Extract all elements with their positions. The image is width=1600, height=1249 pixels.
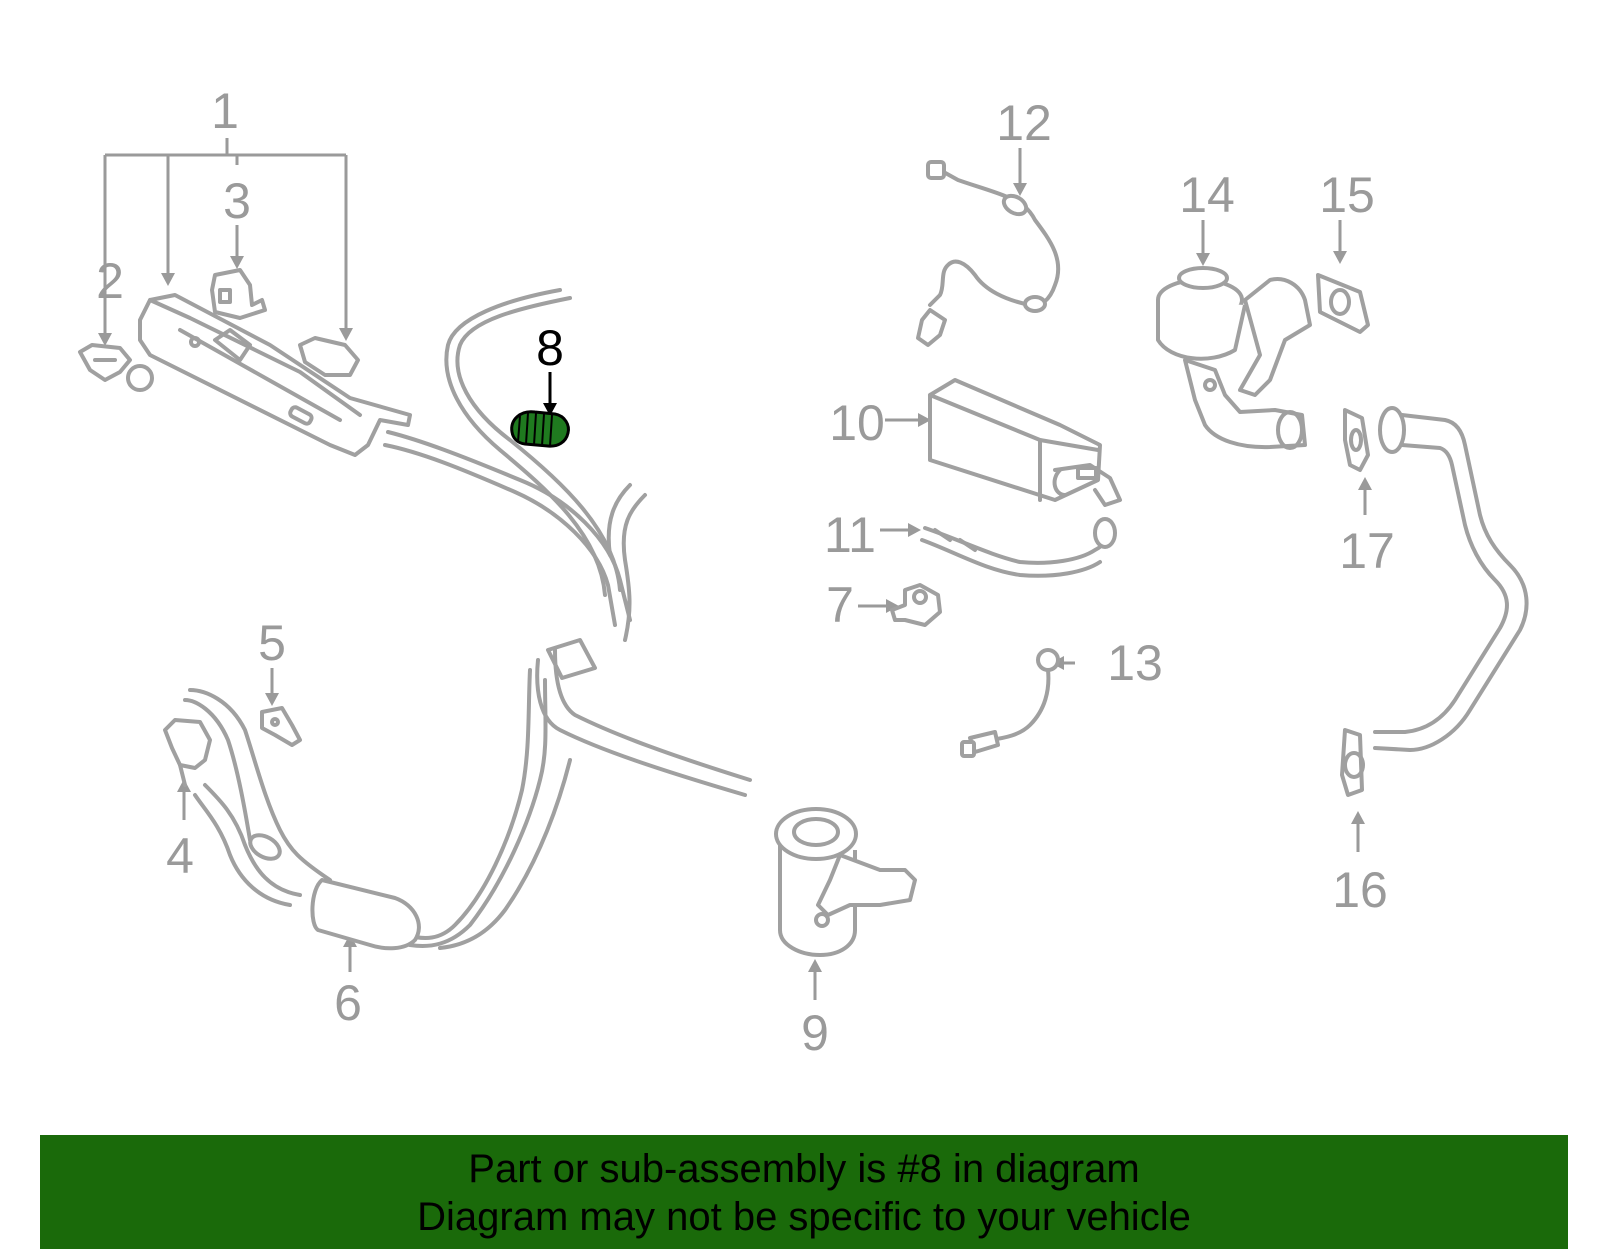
part-2-vsv[interactable] bbox=[78, 343, 154, 392]
part-12-oxygen-sensor[interactable] bbox=[916, 160, 1061, 347]
callout-11[interactable]: 11 bbox=[824, 507, 876, 563]
part-3-vsv[interactable] bbox=[210, 268, 267, 320]
part-14-egr-valve[interactable] bbox=[1156, 266, 1312, 450]
callout-1[interactable]: 1 bbox=[211, 83, 239, 139]
callout-2[interactable]: 2 bbox=[96, 253, 124, 309]
part-8-highlighted[interactable] bbox=[510, 410, 570, 448]
part-16-egr-pipe[interactable] bbox=[1340, 406, 1529, 797]
part-5-bracket[interactable] bbox=[260, 706, 302, 747]
part-1-solenoid[interactable] bbox=[298, 336, 360, 377]
part-17-gasket[interactable] bbox=[1343, 408, 1370, 472]
part-13-oxygen-sensor[interactable] bbox=[960, 648, 1060, 758]
part-15-gasket[interactable] bbox=[1316, 273, 1370, 334]
part-10-canister[interactable] bbox=[928, 378, 1122, 507]
callout-6[interactable]: 6 bbox=[334, 975, 362, 1031]
callout-4[interactable]: 4 bbox=[166, 828, 194, 884]
part-9-filter-case[interactable] bbox=[774, 807, 917, 957]
callout-8[interactable]: 8 bbox=[536, 320, 564, 376]
banner-line-2: Diagram may not be specific to your vehi… bbox=[417, 1195, 1191, 1239]
callout-9[interactable]: 9 bbox=[801, 1005, 829, 1061]
part-1-bracket[interactable] bbox=[138, 293, 412, 457]
callout-5[interactable]: 5 bbox=[258, 615, 286, 671]
hose-assembly bbox=[183, 288, 752, 951]
callout-13[interactable]: 13 bbox=[1107, 635, 1163, 691]
leader-lines bbox=[98, 138, 1372, 1000]
callout-16[interactable]: 16 bbox=[1332, 862, 1388, 918]
callout-15[interactable]: 15 bbox=[1319, 167, 1375, 223]
part-7-valve[interactable] bbox=[890, 583, 942, 627]
callout-3[interactable]: 3 bbox=[223, 173, 251, 229]
callout-14[interactable]: 14 bbox=[1179, 167, 1235, 223]
callout-7[interactable]: 7 bbox=[826, 577, 854, 633]
callout-12[interactable]: 12 bbox=[996, 95, 1052, 151]
callout-10[interactable]: 10 bbox=[829, 395, 885, 451]
callout-17[interactable]: 17 bbox=[1339, 523, 1395, 579]
info-banner: Part or sub-assembly is #8 in diagram Di… bbox=[40, 1135, 1568, 1249]
part-4-vsv[interactable] bbox=[163, 718, 212, 787]
banner-line-1: Part or sub-assembly is #8 in diagram bbox=[468, 1147, 1140, 1191]
part-11-hose[interactable] bbox=[920, 517, 1117, 578]
